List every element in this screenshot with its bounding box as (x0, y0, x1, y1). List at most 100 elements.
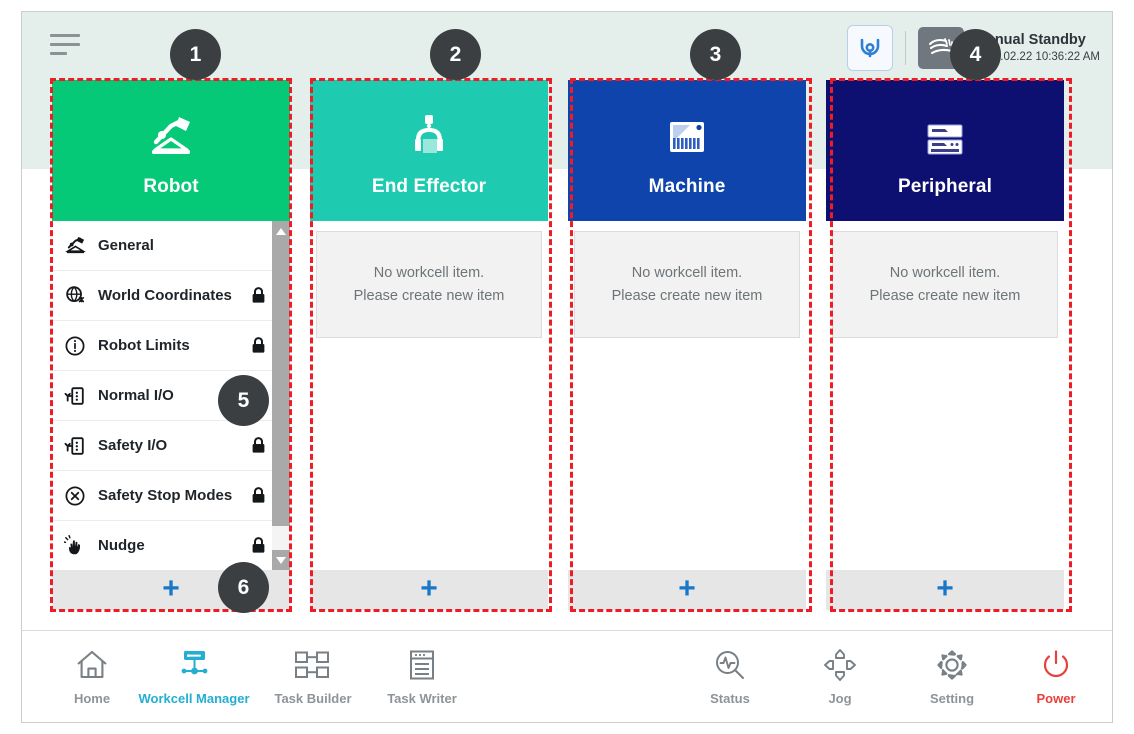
limits-glyph (65, 336, 85, 355)
lock-glyph (252, 487, 264, 503)
annotation-badge-2: 2 (430, 29, 481, 80)
list-item-label: Robot Limits (98, 337, 190, 354)
add-machine-item-button[interactable]: + (568, 570, 806, 610)
lock-icon (248, 287, 268, 304)
nav-item-workcell-manager[interactable]: Workcell Manager (138, 645, 250, 706)
list-item-safety-io[interactable]: Safety I/O (52, 421, 272, 471)
lock-icon (248, 487, 268, 504)
workcell-manager-icon (176, 645, 212, 685)
list-item-normal-io[interactable]: Normal I/O (52, 371, 272, 421)
machine-glyph (670, 121, 704, 152)
nav-item-task-writer[interactable]: Task Writer (366, 645, 478, 706)
plus-icon: + (420, 572, 438, 605)
nav-item-task-builder[interactable]: Task Builder (257, 645, 369, 706)
gripper-icon (407, 104, 451, 162)
column-peripheral: Peripheral No workcell item. Please crea… (826, 80, 1064, 610)
empty-state-card: No workcell item. Please create new item (316, 231, 542, 338)
task-writer-icon (407, 645, 437, 685)
hamburger-line (50, 43, 80, 46)
column-body-machine: No workcell item. Please create new item (568, 221, 806, 570)
lock-icon (248, 437, 268, 454)
empty-line-2: Please create new item (869, 287, 1021, 304)
nav-item-status[interactable]: Status (674, 645, 786, 706)
status-text: Manual Standby 2022.02.22 10:36:22 AM (975, 31, 1100, 65)
scroll-down-icon[interactable] (272, 550, 290, 570)
list-item-general[interactable]: General (52, 221, 272, 271)
add-peripheral-item-button[interactable]: + (826, 570, 1064, 610)
column-header-machine[interactable]: Machine (568, 80, 806, 221)
workcell-columns: Robot Gener (52, 80, 1087, 610)
list-item-robot-limits[interactable]: Robot Limits (52, 321, 272, 371)
globe-axes-glyph (66, 285, 85, 302)
nav-item-power[interactable]: Power (1000, 645, 1112, 706)
scrollbar-thumb[interactable] (272, 241, 290, 526)
home-icon (75, 645, 109, 685)
list-item-world-coordinates[interactable]: World Coordinates (52, 271, 272, 321)
add-end-effector-item-button[interactable]: + (310, 570, 548, 610)
list-item-label: General (98, 237, 154, 254)
list-item-safety-stop-modes[interactable]: Safety Stop Modes (52, 471, 272, 521)
nav-item-jog[interactable]: Jog (784, 645, 896, 706)
empty-state-card: No workcell item. Please create new item (832, 231, 1058, 338)
nav-item-setting[interactable]: Setting (896, 645, 1008, 706)
io-port-glyph (64, 436, 84, 455)
hamburger-line (50, 52, 67, 55)
status-cluster: Manual Standby 2022.02.22 10:36:22 AM (846, 22, 1100, 74)
empty-line-1: No workcell item. (631, 265, 743, 282)
empty-state-card: No workcell item. Please create new item (574, 231, 800, 338)
annotation-badge-4: 4 (950, 29, 1001, 80)
scroll-up-icon[interactable] (272, 221, 290, 241)
annotation-badge-5: 5 (218, 375, 269, 426)
nav-label: Power (1036, 691, 1076, 706)
annotation-badge-1: 1 (170, 29, 221, 80)
column-body-peripheral: No workcell item. Please create new item (826, 221, 1064, 570)
nav-label: Setting (929, 691, 975, 706)
status-timestamp: 2022.02.22 10:36:22 AM (974, 50, 1100, 63)
nav-label: Home (73, 691, 111, 706)
empty-line-2: Please create new item (353, 287, 505, 304)
robot-arm-glyph (64, 236, 86, 254)
list-item-nudge[interactable]: Nudge (52, 521, 272, 570)
io-port-glyph (64, 386, 84, 405)
nav-label: Jog (828, 691, 852, 706)
task-builder-glyph (295, 651, 329, 678)
empty-line-1: No workcell item. (373, 265, 485, 282)
empty-line-1: No workcell item. (889, 265, 1001, 282)
cobot-mode-icon[interactable] (846, 25, 893, 71)
column-header-peripheral[interactable]: Peripheral (826, 80, 1064, 221)
lock-glyph (252, 287, 264, 303)
list-item-label: Safety Stop Modes (98, 487, 233, 504)
plus-icon: + (678, 572, 696, 605)
list-item-label: World Coordinates (98, 287, 232, 304)
column-machine: Machine No workcell item. Please create … (568, 80, 806, 610)
status-scope-icon (713, 645, 747, 685)
robot-settings-list: General World Coordinates (52, 221, 272, 570)
jog-dpad-glyph (824, 649, 856, 681)
plus-icon: + (936, 572, 954, 605)
column-header-robot[interactable]: Robot (52, 80, 290, 221)
column-title-peripheral: Peripheral (898, 175, 992, 197)
nav-label: Workcell Manager (138, 691, 250, 706)
column-body-end-effector: No workcell item. Please create new item (310, 221, 548, 570)
status-scope-glyph (716, 651, 744, 679)
nav-label: Task Builder (274, 691, 352, 706)
power-glyph (1043, 650, 1069, 678)
nav-item-home[interactable]: Home (36, 645, 148, 706)
home-glyph (77, 650, 107, 679)
hand-nudge-glyph (64, 534, 81, 554)
hamburger-menu-icon[interactable] (50, 34, 84, 60)
gear-glyph (937, 650, 967, 680)
io-port-icon (58, 435, 92, 457)
status-title: Manual Standby (974, 31, 1086, 48)
column-end-effector: End Effector No workcell item. Please cr… (310, 80, 548, 610)
column-title-machine: Machine (648, 175, 726, 197)
lock-icon (248, 537, 268, 554)
power-icon (1040, 645, 1072, 685)
robot-list-scrollbar[interactable] (272, 221, 290, 570)
annotation-badge-6: 6 (218, 562, 269, 613)
column-header-end-effector[interactable]: End Effector (310, 80, 548, 221)
column-title-robot: Robot (143, 175, 199, 197)
annotation-badge-3: 3 (690, 29, 741, 80)
lock-glyph (252, 537, 264, 553)
gripper-glyph (415, 114, 443, 153)
